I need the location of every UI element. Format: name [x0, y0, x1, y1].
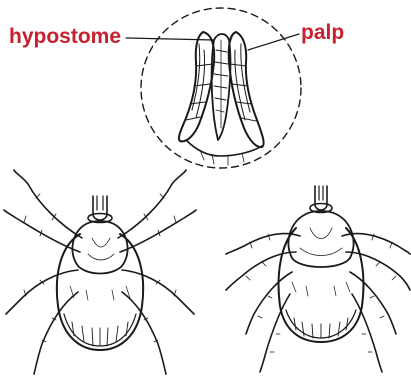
right-palp [229, 32, 264, 147]
left-tick-leg [14, 170, 82, 238]
palp-label: palp [301, 22, 344, 43]
right-tick-scutum [288, 211, 353, 267]
tick-right [226, 186, 410, 372]
tick-left [4, 170, 196, 374]
palp-pointer [248, 34, 299, 50]
hypostome-pointer [126, 38, 214, 40]
hypostome-label: hypostome [9, 26, 121, 47]
left-palp [179, 32, 214, 141]
mouthparts-closeup [126, 8, 301, 168]
